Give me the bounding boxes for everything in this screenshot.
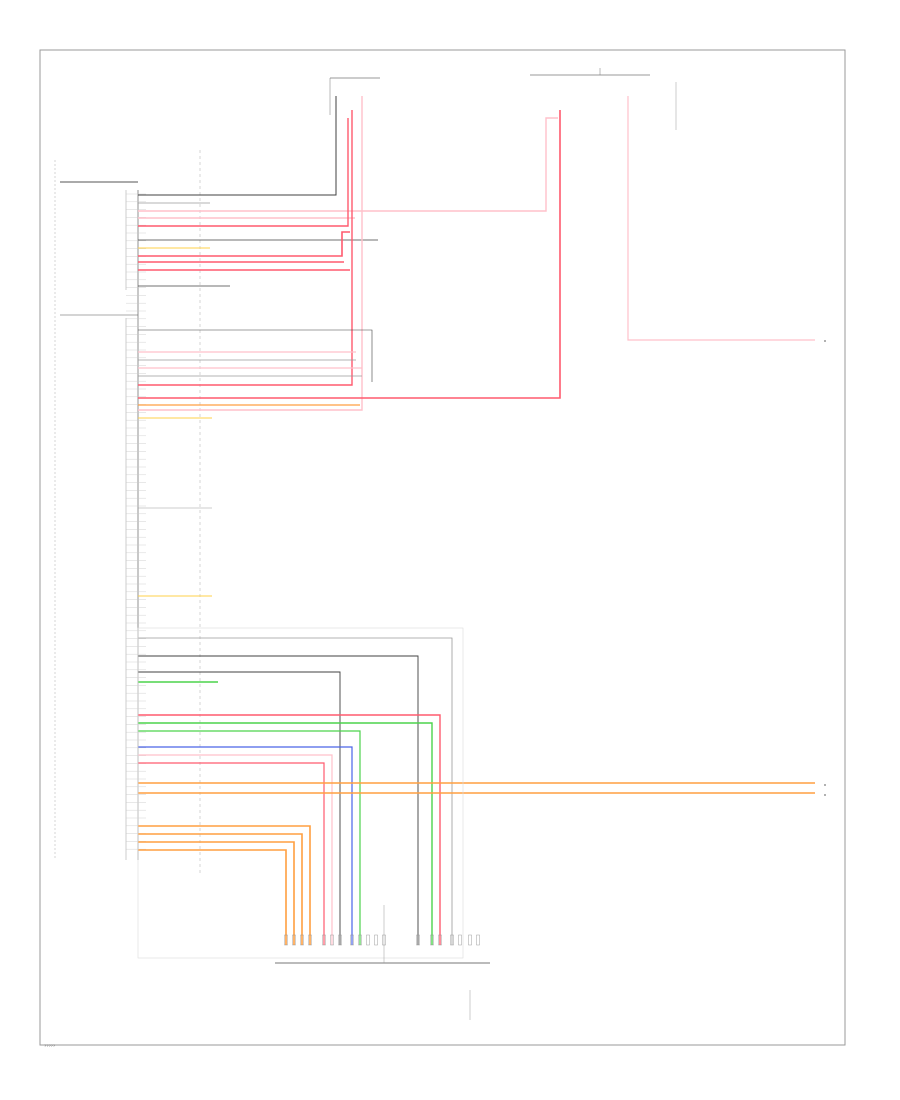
wire-red-right-trunk bbox=[138, 110, 561, 399]
figure-id: ????? bbox=[44, 1043, 56, 1048]
bottom-pin bbox=[300, 934, 304, 946]
wire-pink-right bbox=[627, 96, 815, 341]
bottom-pin bbox=[476, 934, 480, 946]
bottom-pin bbox=[468, 934, 472, 946]
wire-pink-trunk bbox=[138, 96, 363, 411]
wire-green-low-1 bbox=[138, 722, 433, 945]
wire-red-trunk bbox=[138, 110, 353, 386]
bottom-pin bbox=[292, 934, 296, 946]
bottom-pin bbox=[322, 934, 326, 946]
wire-orange-low-3 bbox=[138, 841, 295, 945]
bottom-pin bbox=[438, 934, 442, 946]
wire-orange-low-4 bbox=[138, 849, 287, 945]
wire-blue-low bbox=[138, 746, 353, 945]
wire-orange-low-2 bbox=[138, 833, 303, 945]
top-connectors bbox=[329, 68, 677, 130]
wire-pink-low bbox=[138, 754, 333, 945]
bottom-pin bbox=[350, 934, 354, 946]
wire-dark-low-1 bbox=[138, 655, 419, 945]
wire-dark-low-2 bbox=[138, 671, 341, 945]
wire-green-low-2 bbox=[138, 730, 361, 945]
wire-red-low-2 bbox=[138, 762, 325, 945]
bottom-pin bbox=[308, 934, 312, 946]
wire-red-low-1 bbox=[138, 714, 441, 945]
wire-pink-long bbox=[138, 117, 558, 212]
wire-orange-low-1 bbox=[138, 825, 311, 945]
bottom-pin bbox=[382, 934, 386, 946]
wire-gray-low-1 bbox=[138, 637, 453, 945]
bottom-connector bbox=[275, 905, 490, 1020]
bottom-pin bbox=[284, 934, 288, 946]
bottom-pin bbox=[330, 934, 334, 946]
bottom-pin bbox=[416, 934, 420, 946]
lower-harness-box bbox=[137, 627, 464, 959]
wire-dark-bracket bbox=[138, 329, 373, 382]
wire-red-3 bbox=[138, 231, 350, 257]
diagram-frame bbox=[39, 49, 846, 1046]
bottom-pin bbox=[366, 934, 370, 946]
wires bbox=[138, 96, 815, 945]
bottom-pin bbox=[430, 934, 434, 946]
bottom-pin bbox=[374, 934, 378, 946]
pin-ticks bbox=[126, 193, 146, 850]
bottom-pins bbox=[284, 934, 480, 946]
control-unit-connector bbox=[54, 150, 201, 875]
wire-red-short bbox=[138, 118, 349, 227]
bottom-pin bbox=[338, 934, 342, 946]
bottom-pin bbox=[450, 934, 454, 946]
wire-dark-top bbox=[138, 96, 337, 196]
bottom-pin bbox=[458, 934, 462, 946]
right-terminators bbox=[824, 340, 826, 796]
bottom-pin bbox=[358, 934, 362, 946]
